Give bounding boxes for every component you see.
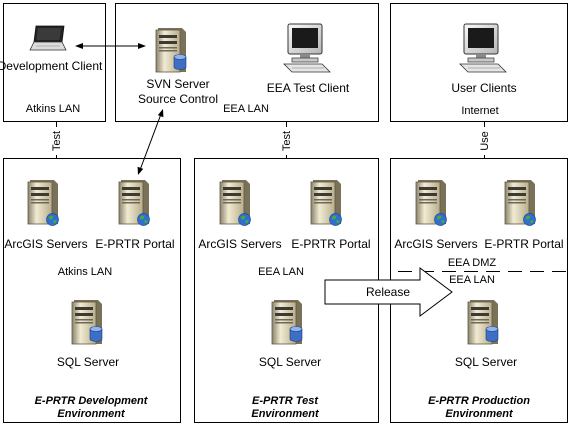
release-label: Release [366,285,410,299]
globe-icon [434,213,447,226]
prod-portal-label: E-PRTR Portal [484,237,563,251]
test-title-line2: Environment [251,408,320,420]
svn-dev-arrow [137,109,164,175]
globe-icon [137,213,150,226]
dev-sql-label: SQL Server [57,355,119,369]
database-icon [289,326,303,342]
release-arrow [324,267,453,317]
development-client-label: Development Client [0,59,103,73]
dev-title-line1: E-PRTR Development [35,395,149,407]
source-control-label: Source Control [138,92,218,106]
test-connector-label: Test [281,131,293,151]
database-icon [89,326,103,342]
database-icon [485,326,499,342]
test-title-line1: E-PRTR Test [252,395,319,407]
test-arcgis-label: ArcGIS Servers [198,237,281,251]
prod-sql-label: SQL Server [455,355,517,369]
eea-lan-top-label: EEA LAN [223,103,269,115]
dev-connector-label: Test [51,131,63,151]
globe-icon [329,213,342,226]
globe-icon [238,213,251,226]
dev-portal-label: E-PRTR Portal [95,237,174,251]
dev-network-label: Atkins LAN [58,266,112,278]
prod-connector-label: Use [479,131,491,151]
test-sql-label: SQL Server [259,355,321,369]
dev-arcgis-label: ArcGIS Servers [4,237,87,251]
prod-title-line2: Environment [445,408,514,420]
atkins-lan-box [3,3,106,122]
prod-lan-label: EEA LAN [449,274,495,286]
globe-icon [46,213,59,226]
dmz-label: EEA DMZ [448,257,497,269]
dev-title-line2: Environment [57,408,126,420]
user-clients-label: User Clients [451,81,516,95]
globe-icon [523,213,536,226]
test-portal-label: E-PRTR Portal [291,237,370,251]
laptop-icon [29,25,67,51]
svn-database-icon [173,54,187,70]
eea-test-client-label: EEA Test Client [267,81,350,95]
prod-arcgis-label: ArcGIS Servers [394,237,477,251]
svn-server-label: SVN Server [146,77,209,91]
internet-label: Internet [461,105,498,117]
client-svn-arrow [75,43,146,49]
test-network-label: EEA LAN [258,266,304,278]
internet-box [390,3,568,122]
atkins-lan-top-label: Atkins LAN [26,103,80,115]
prod-title-line1: E-PRTR Production [428,395,530,407]
